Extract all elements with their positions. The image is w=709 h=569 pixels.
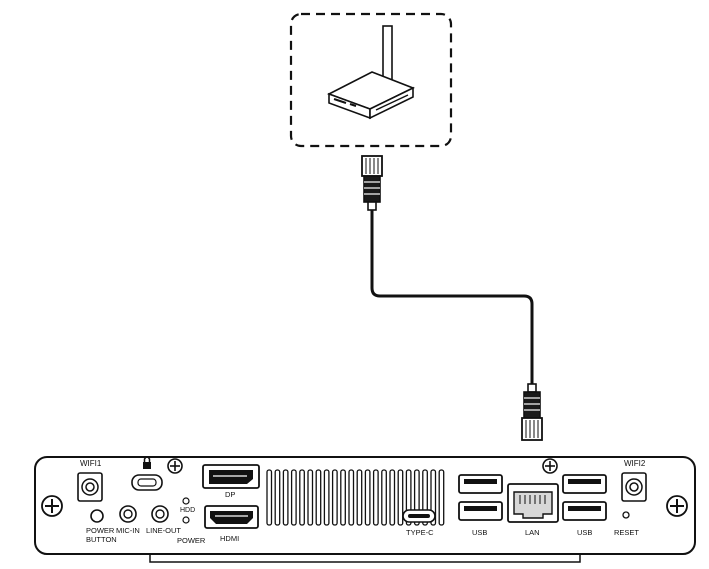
wifi-antenna-icon	[77, 472, 103, 502]
screw-icon	[41, 495, 63, 517]
wifi2-label: WIFI2	[624, 459, 646, 468]
vent-fin	[299, 469, 305, 526]
vent-fin	[331, 469, 338, 526]
vent-fin	[389, 469, 396, 526]
panel-bottom-lip	[149, 554, 581, 563]
vent-fin	[381, 469, 387, 526]
power-led-label: POWER	[177, 536, 206, 545]
dp-label: DP	[225, 490, 235, 499]
vent-fin	[348, 469, 355, 526]
rj45-plug-icon	[361, 155, 383, 211]
router-group	[289, 12, 453, 148]
usb-port-left-bottom[interactable]	[458, 501, 503, 521]
usb-right-label: USB	[577, 528, 592, 537]
vent-fin	[438, 469, 445, 526]
wifi1-label: WIFI1	[80, 459, 102, 468]
vent-fin	[364, 469, 371, 526]
type-c-label: TYPE-C	[406, 528, 434, 537]
usb-port-right-bottom[interactable]	[562, 501, 607, 521]
screw-icon	[542, 458, 558, 474]
power-led	[182, 516, 190, 524]
rj45-plug-icon	[521, 383, 543, 441]
vent-fin	[266, 469, 273, 526]
vent-fin	[282, 469, 289, 526]
lan-label: LAN	[525, 528, 540, 537]
lock-icon	[143, 456, 151, 469]
vent-fin	[397, 469, 404, 526]
router-icon	[327, 25, 415, 120]
wifi-antenna-icon	[621, 472, 647, 502]
screw-icon	[666, 495, 688, 517]
hdmi-label: HDMI	[220, 534, 239, 543]
vent-fin	[372, 469, 379, 526]
rear-panel: WIFI1 POWER BUTTON MIC-IN	[34, 456, 696, 563]
line-out-label: LINE-OUT	[146, 526, 181, 535]
vent-fin	[323, 469, 330, 526]
vent-fin	[340, 469, 346, 526]
hdd-label: HDD	[180, 507, 195, 514]
lan-port[interactable]	[507, 483, 559, 523]
reset-label: RESET	[614, 528, 639, 537]
vent-fin	[315, 469, 322, 526]
vent-fin	[290, 469, 297, 526]
dp-port[interactable]	[202, 464, 260, 489]
power-button-label-1: POWER	[86, 526, 115, 535]
usb-port-left-top[interactable]	[458, 474, 503, 494]
reset-button[interactable]	[622, 511, 630, 519]
hdmi-port[interactable]	[204, 505, 259, 529]
kensington-slot	[131, 474, 163, 491]
type-c-port[interactable]	[402, 509, 436, 523]
mic-in-label: MIC-IN	[116, 526, 140, 535]
network-cable	[370, 210, 534, 384]
mic-in-jack[interactable]	[119, 505, 137, 523]
vent-fin	[274, 469, 281, 526]
line-out-jack[interactable]	[151, 505, 169, 523]
vent-fin	[356, 469, 363, 526]
power-button[interactable]	[90, 509, 104, 523]
usb-left-label: USB	[472, 528, 487, 537]
usb-port-right-top[interactable]	[562, 474, 607, 494]
vent-fin	[307, 469, 314, 526]
hdd-led	[182, 497, 190, 505]
router-dashed-frame	[289, 12, 453, 148]
screw-icon	[167, 458, 183, 474]
power-button-label-2: BUTTON	[86, 535, 117, 544]
